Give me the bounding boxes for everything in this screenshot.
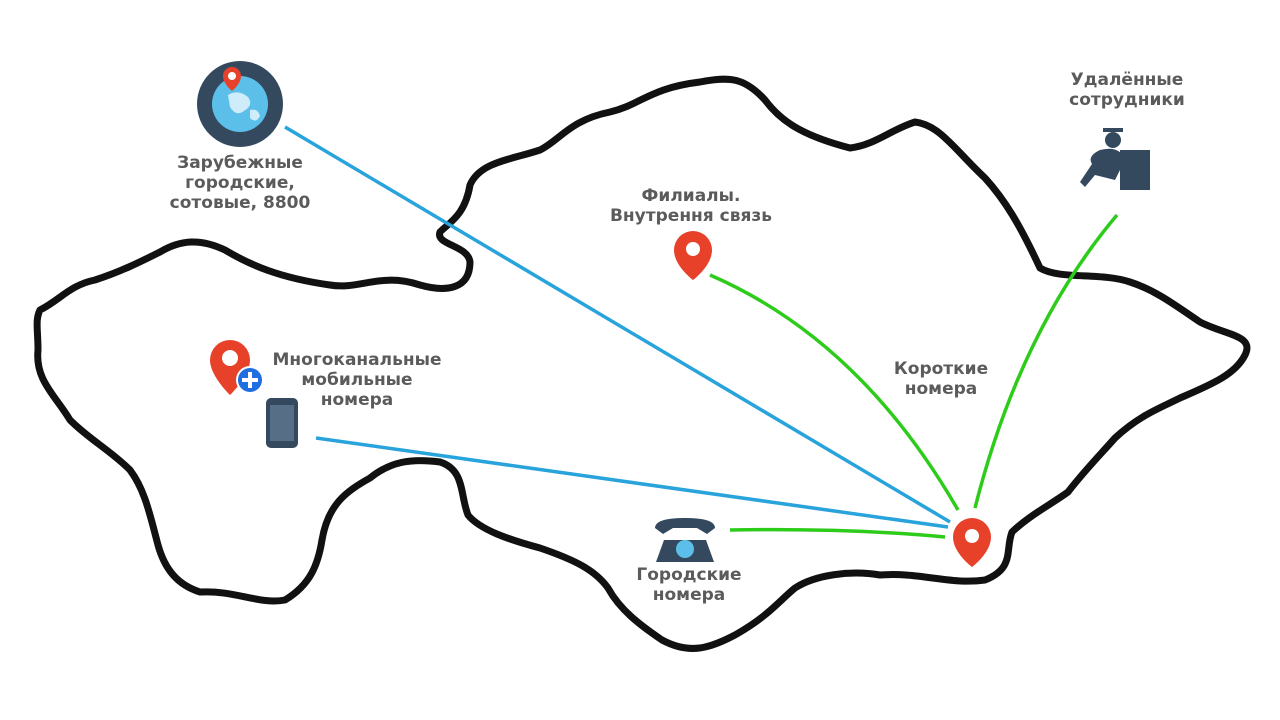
link-branches-to-hub — [709, 273, 960, 511]
multichannel-pin-icon — [210, 340, 264, 395]
rotary-phone-icon — [655, 518, 715, 562]
label-line: сотрудники — [1069, 90, 1185, 110]
label-line: Филиалы. — [641, 186, 741, 206]
label-line: Короткие — [893, 359, 989, 379]
label-line: номера — [320, 390, 394, 410]
label-city: Городские номера — [636, 565, 741, 605]
globe-icon — [197, 61, 283, 147]
label-line: номера — [904, 379, 978, 399]
hub-pin-icon — [953, 518, 991, 567]
label-remote: Удалённые сотрудники — [1069, 70, 1185, 110]
link-city-to-hub — [729, 527, 946, 539]
label-line: мобильные — [301, 370, 413, 390]
label-multichannel: Многоканальные мобильные номера — [273, 350, 442, 410]
label-line: сотовые, 8800 — [169, 193, 311, 213]
label-short: Короткие номера — [894, 359, 988, 399]
label-line: Зарубежные — [177, 153, 303, 173]
label-line: Городские — [636, 565, 742, 585]
label-line: Удалённые — [1070, 70, 1184, 90]
label-line: Внутрення связь — [609, 206, 773, 226]
label-line: номера — [652, 585, 726, 605]
label-foreign: Зарубежные городские, сотовые, 8800 — [170, 153, 311, 213]
remote-worker-icon — [1080, 128, 1150, 190]
link-remote-to-hub — [973, 213, 1119, 509]
label-line: Многоканальные — [272, 350, 442, 370]
smartphone-icon — [266, 398, 298, 448]
link-foreign-to-hub — [284, 125, 951, 524]
label-line: городские, — [185, 173, 295, 193]
label-branches: Филиалы. Внутрення связь — [610, 186, 772, 226]
branch-pin-icon — [674, 231, 712, 280]
link-mobile-to-hub — [315, 436, 949, 529]
country-outline — [33, 75, 1251, 652]
